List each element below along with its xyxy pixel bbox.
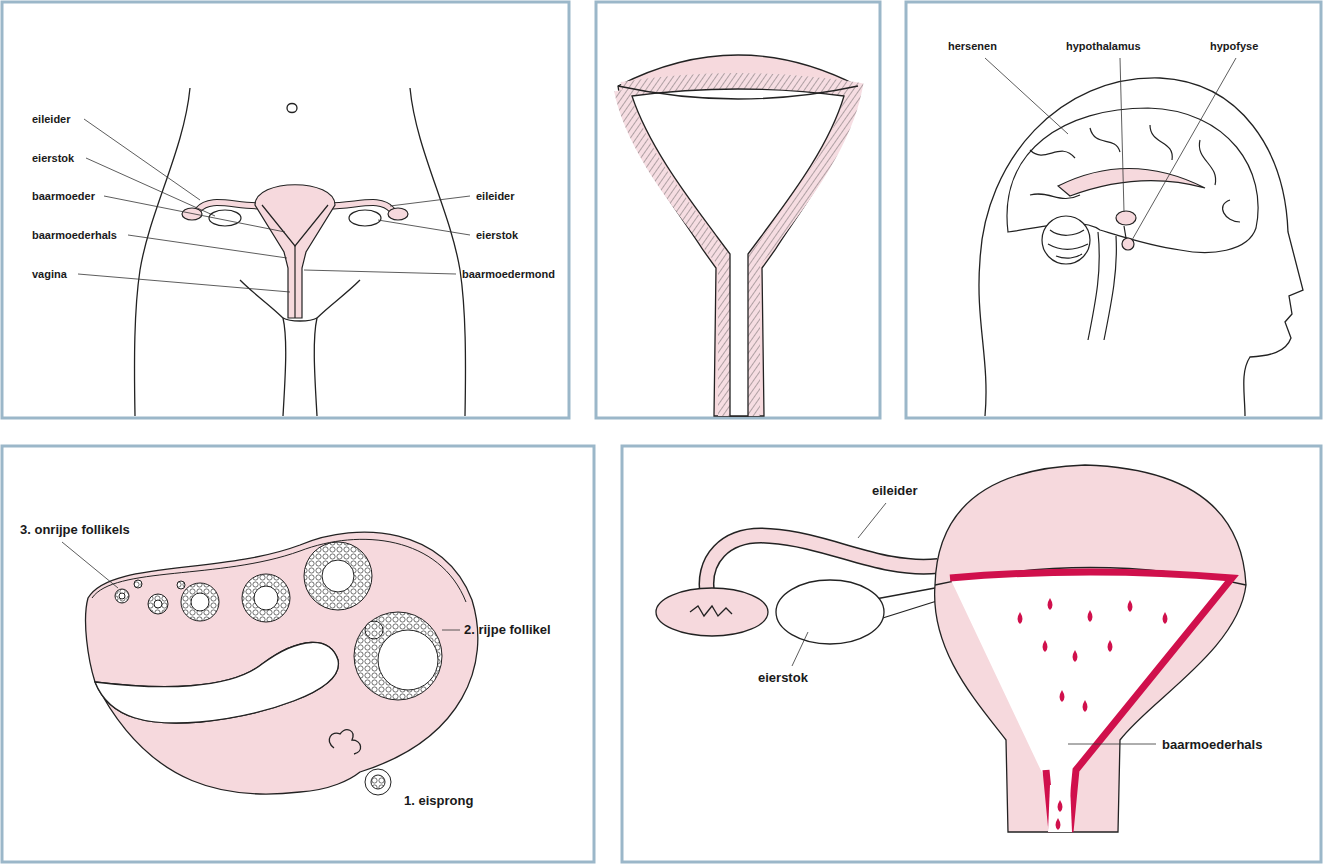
body-outline [135,88,466,416]
part-label: baarmoedermond [462,268,555,281]
part-label: eileider [872,483,918,499]
part-label: baarmoeder [32,190,95,203]
part-label: hypothalamus [1066,40,1141,53]
leader-line [985,58,1236,240]
part-label: hypofyse [1210,40,1258,53]
leader-line [62,542,460,630]
part-label: hersenen [948,40,997,53]
part-label: eierstok [476,229,518,242]
leader-line [792,503,1156,744]
part-label: eileider [476,190,515,203]
part-label: eierstok [32,152,74,165]
head-outline [979,78,1303,416]
blood-drop [1018,598,1168,830]
part-label: eierstok [758,670,808,686]
uterus [182,185,408,318]
uterus-section [618,55,858,416]
part-label: 2. rijpe follikel [464,622,551,638]
part-label: 3. onrijpe follikels [20,522,130,538]
part-label: eileider [32,113,71,126]
brain [1007,108,1258,340]
part-label: baarmoederhals [1162,737,1262,753]
part-label: 1. eisprong [404,793,473,809]
part-label: baarmoederhals [32,229,117,242]
part-label: vagina [32,268,67,281]
follicle [115,542,442,795]
uterus-menstruation [656,465,1246,832]
ovary-section [86,532,478,794]
leader-line [78,119,470,292]
